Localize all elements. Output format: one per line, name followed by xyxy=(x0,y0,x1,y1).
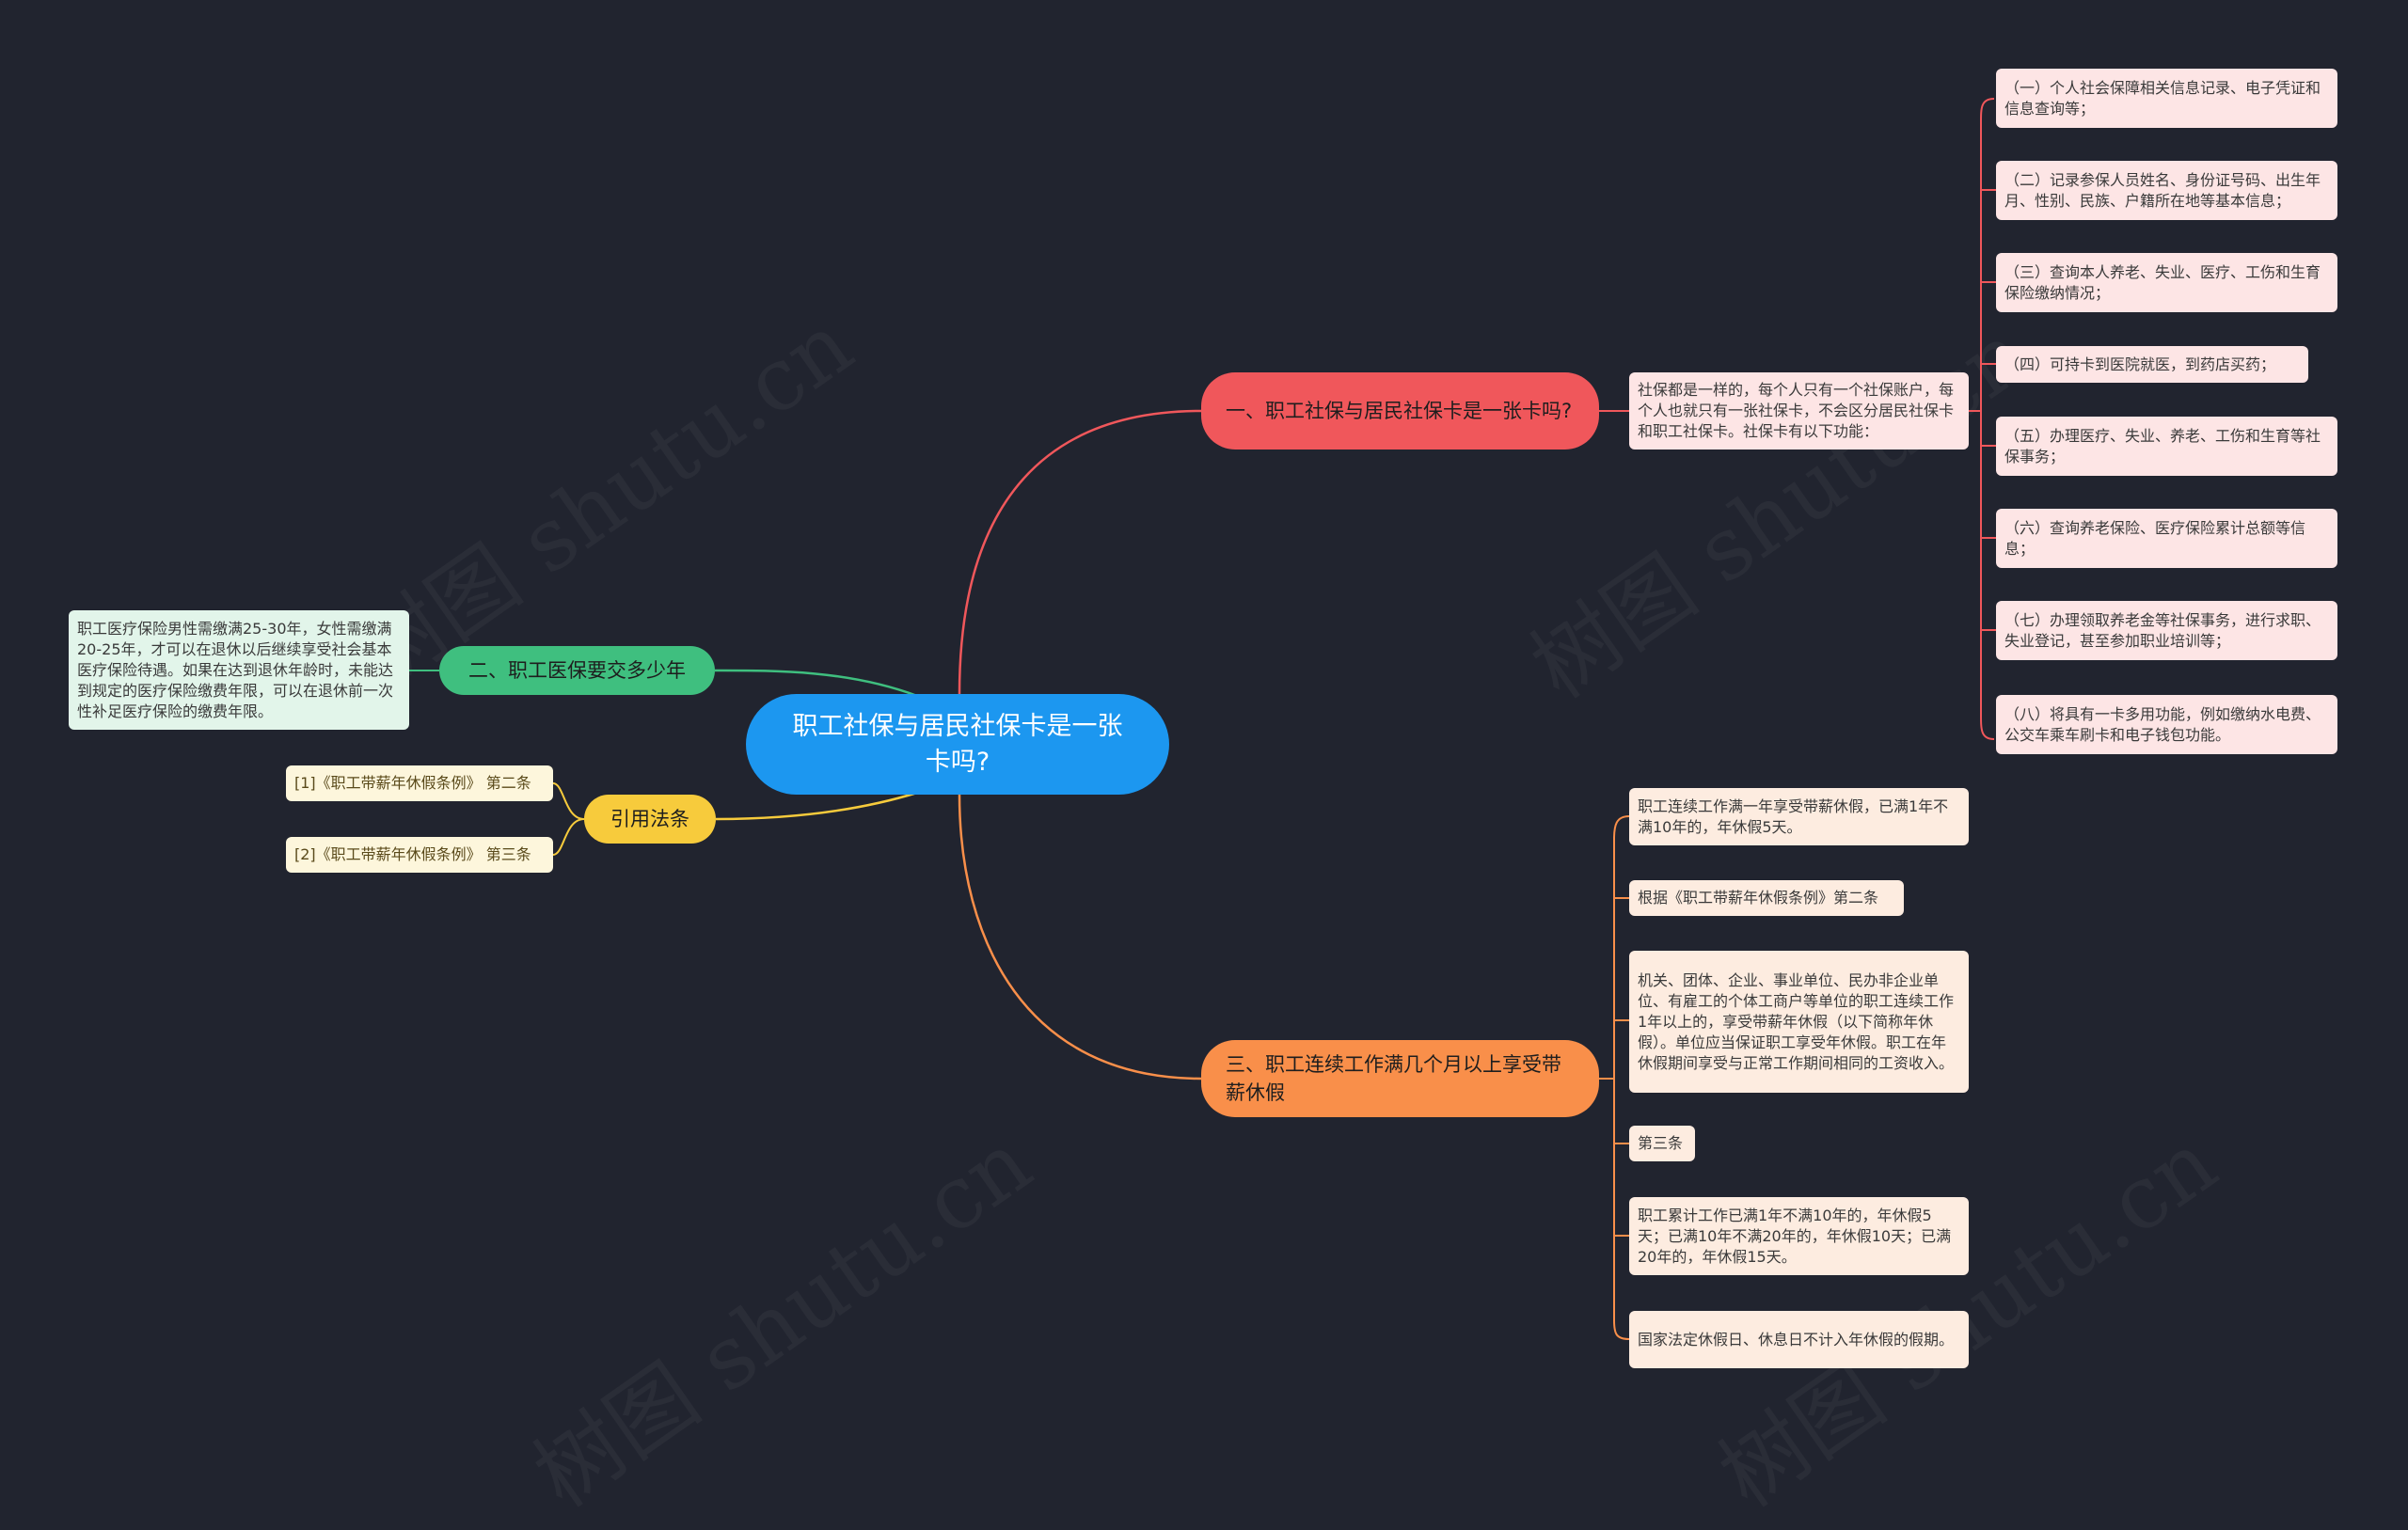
branch-paid-leave[interactable]: 三、职工连续工作满几个月以上享受带薪休假 xyxy=(1201,1040,1599,1117)
function-item[interactable]: （七）办理领取养老金等社保事务，进行求职、失业登记，甚至参加职业培训等； xyxy=(1996,601,2337,660)
link-b4-items-spine xyxy=(1599,815,1630,1340)
function-item[interactable]: （八）将具有一卡多用功能，例如缴纳水电费、公交车乘车刷卡和电子钱包功能。 xyxy=(1996,695,2337,754)
function-item[interactable]: （五）办理医疗、失业、养老、工伤和生育等社保事务； xyxy=(1996,417,2337,476)
link-root-b3 xyxy=(715,791,918,821)
link-b4-item-ticks xyxy=(1614,897,1629,1237)
law-reference[interactable]: [1]《职工带薪年休假条例》 第二条 xyxy=(286,765,553,801)
link-root-b2 xyxy=(714,669,918,698)
branch-card-question[interactable]: 一、职工社保与居民社保卡是一张卡吗? xyxy=(1201,372,1599,450)
link-b3-refs xyxy=(552,782,585,856)
branch-medical-years[interactable]: 二、职工医保要交多少年 xyxy=(439,646,715,695)
function-item[interactable]: （二）记录参保人员姓名、身份证号码、出生年月、性别、民族、户籍所在地等基本信息； xyxy=(1996,161,2337,220)
function-item[interactable]: （一）个人社会保障相关信息记录、电子凭证和信息查询等； xyxy=(1996,69,2337,128)
leave-item[interactable]: 机关、团体、企业、事业单位、民办非企业单位、有雇工的个体工商户等单位的职工连续工… xyxy=(1629,951,1969,1093)
card-summary-node[interactable]: 社保都是一样的，每个人只有一个社保账户，每个人也就只有一张社保卡，不会区分居民社… xyxy=(1629,372,1969,450)
leave-item[interactable]: 职工累计工作已满1年不满10年的，年休假5天；已满10年不满20年的，年休假10… xyxy=(1629,1197,1969,1275)
link-root-b4 xyxy=(958,794,1202,1080)
function-item[interactable]: （四）可持卡到医院就医，到药店买药； xyxy=(1996,346,2308,383)
leave-item[interactable]: 国家法定休假日、休息日不计入年休假的假期。 xyxy=(1629,1311,1969,1368)
mindmap-canvas: 树图 shutu.cn 树图 shutu.cn 树图 shutu.cn 树图 s… xyxy=(69,69,2337,1368)
link-b1-function-ticks xyxy=(1981,189,1996,631)
function-item[interactable]: （六）查询养老保险、医疗保险累计总额等信息； xyxy=(1996,509,2337,568)
root-topic[interactable]: 职工社保与居民社保卡是一张卡吗? xyxy=(746,694,1169,795)
law-reference[interactable]: [2]《职工带薪年休假条例》 第三条 xyxy=(286,837,553,873)
leave-item[interactable]: 第三条 xyxy=(1629,1126,1695,1161)
medical-years-detail[interactable]: 职工医疗保险男性需缴满25-30年，女性需缴满20-25年，才可以在退休以后继续… xyxy=(69,610,409,730)
branch-cited-laws[interactable]: 引用法条 xyxy=(584,795,716,844)
leave-item[interactable]: 职工连续工作满一年享受带薪休假，已满1年不满10年的，年休假5天。 xyxy=(1629,788,1969,845)
link-root-b1 xyxy=(958,409,1202,695)
function-item[interactable]: （三）查询本人养老、失业、医疗、工伤和生育保险缴纳情况； xyxy=(1996,253,2337,312)
link-b1-functions-spine xyxy=(1969,98,1995,740)
connector-lines xyxy=(409,98,1996,1340)
leave-item[interactable]: 根据《职工带薪年休假条例》第二条 xyxy=(1629,880,1904,916)
